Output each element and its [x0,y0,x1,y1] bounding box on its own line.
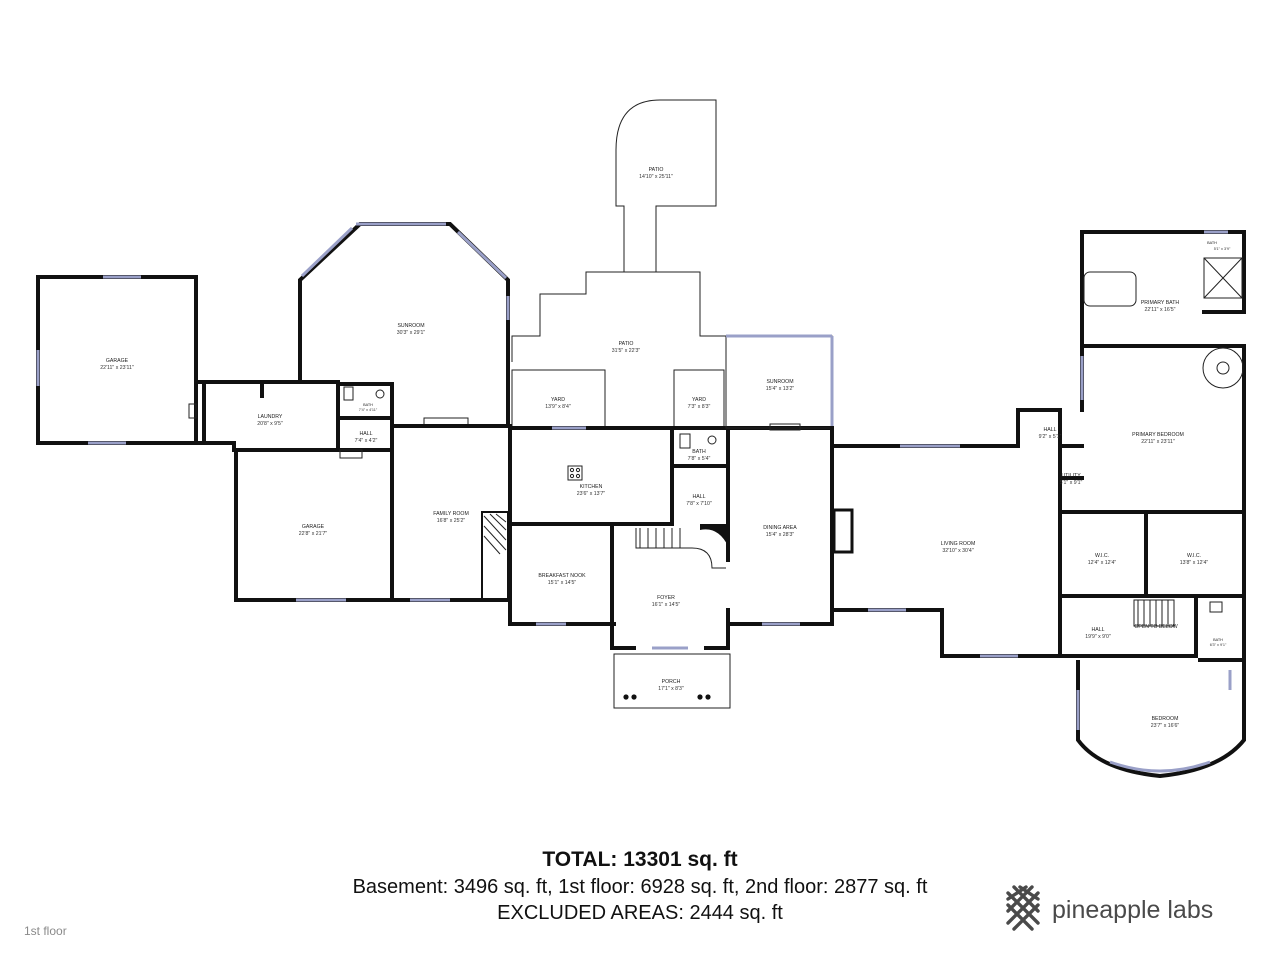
kitchen-block [508,426,834,650]
room-name: W.I.C. [1095,553,1109,559]
room-name: SUNROOM [766,379,793,385]
bedroom [1076,658,1246,779]
room-name: PATIO [649,167,664,173]
room-name: YARD [551,397,565,403]
patio-top [615,99,717,272]
room-dimensions: 12'4" x 12'4" [1088,560,1117,566]
room-name: GARAGE [106,358,129,364]
room-dimensions: 31'5" x 22'3" [612,348,641,354]
room-dimensions: 19'9" x 9'0" [1085,634,1111,640]
room-name: LIVING ROOM [941,541,976,547]
pineapple-lattice-icon [1004,883,1042,938]
excluded-areas: EXCLUDED AREAS: 2444 sq. ft [497,902,783,924]
room-name: OPEN TO BELOW [1134,624,1177,630]
room-name: SUNROOM [397,323,424,329]
porch [613,653,731,709]
room-name: PRIMARY BEDROOM [1132,432,1184,438]
room-dimensions: 30'3" x 29'1" [397,330,426,336]
room-name: W.I.C. [1187,553,1201,559]
room-dimensions: 13'8" x 12'4" [1180,560,1209,566]
dining-area [726,423,854,626]
brand-name: pineapple labs [1052,895,1214,924]
room-name: FAMILY ROOM [433,511,469,517]
garage-left [36,275,198,445]
room-dimensions: 22'11" x 23'11" [100,365,134,371]
room-dimensions: 7'3" x 8'3" [688,404,711,410]
room-dimensions: 16'8" x 25'2" [437,518,466,524]
brand-logo: pineapple labs [1004,884,1213,936]
room-dimensions: 15'4" x 28'3" [766,532,795,538]
room-dimensions: 15'4" x 13'2" [766,386,795,392]
room-name: YARD [692,397,706,403]
primary-suite [1058,230,1246,598]
room-dimensions: 22'11" x 16'5" [1145,307,1176,313]
room-dimensions: 22'11" x 23'11" [1141,439,1175,445]
room-name: UTILITY [1061,473,1081,479]
floor-plan: PATIO 14'10" x 25'11" PATIO 31'5" x 22'3… [36,99,1246,779]
room-name: PATIO [619,341,634,347]
room-name: LAUNDRY [258,414,283,420]
room-dimensions: 15'1" x 14'5" [548,580,577,586]
room-name: BATH [1207,241,1217,245]
room-name: HALL [360,431,373,437]
room-dimensions: 9'2" x 5'1" [1039,434,1062,440]
sunroom-right [725,334,834,429]
room-dimensions: 14'10" x 25'11" [639,174,673,180]
room-dimensions: 22'8" x 21'7" [299,531,328,537]
room-dimensions: 20'8" x 9'5" [257,421,283,427]
room-name: HALL [1044,427,1057,433]
room-dimensions: 7'4" x 4'11" [359,408,378,412]
room-dimensions: 16'1" x 14'5" [652,602,681,608]
room-name: GARAGE [302,524,325,530]
room-name: BATH [1213,638,1223,642]
room-name: HALL [1092,627,1105,633]
lower-right [1058,594,1246,662]
room-labels: PATIO 14'10" x 25'11" PATIO 31'5" x 22'3… [100,167,1231,729]
area-totals: TOTAL: 13301 sq. ft Basement: 3496 sq. f… [0,846,1280,926]
room-dimensions: 32'10" x 30'4" [942,548,973,554]
room-dimensions: 5'1" x 3'9" [1214,247,1231,251]
laundry-block [194,380,394,459]
total-area: TOTAL: 13301 sq. ft [542,848,738,871]
room-dimensions: 23'7" x 16'6" [1151,723,1180,729]
room-name: DINING AREA [763,525,797,531]
foyer [610,522,730,650]
room-name: BATH [692,449,706,455]
room-dimensions: 7'8" x 7'10" [686,501,712,507]
room-dimensions: 17'1" x 8'3" [658,686,684,692]
sunroom-left [298,222,510,428]
room-dimensions: 7'4" x 4'2" [355,438,378,444]
room-dimensions: 13'9" x 8'4" [545,404,571,410]
room-name: BREAKFAST NOOK [538,573,586,579]
floor-label: 1st floor [24,924,67,938]
room-dimensions: 7'8" x 5'4" [688,456,711,462]
floor-breakdown: Basement: 3496 sq. ft, 1st floor: 6928 s… [352,876,928,898]
room-name: HALL [693,494,706,500]
living-room [830,408,1062,658]
room-name: BEDROOM [1152,716,1179,722]
room-name: KITCHEN [580,484,603,490]
room-name: PORCH [662,679,681,685]
room-dimensions: 6'3" x 9'1" [1210,643,1227,647]
room-name: PRIMARY BATH [1141,300,1180,306]
room-name: BATH [363,403,373,407]
room-name: FOYER [657,595,675,601]
room-dimensions: 23'6" x 13'7" [577,491,606,497]
garage-mid [234,448,394,602]
room-dimensions: 5'1" x 9'1" [1060,480,1083,486]
